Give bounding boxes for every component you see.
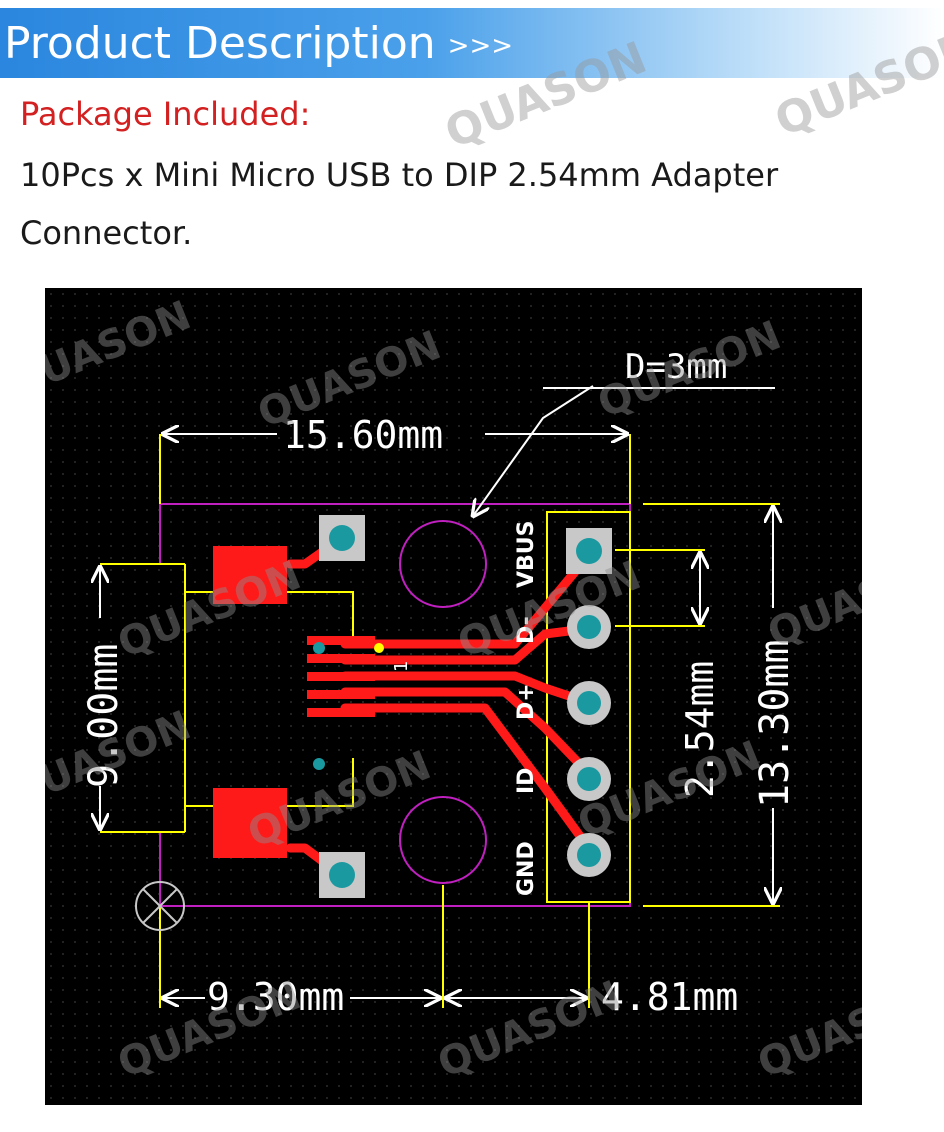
dim-usb-width-label: 9.00mm: [81, 644, 127, 789]
origin-marker: [135, 881, 185, 931]
dim-pin-offset-label: 4.81mm: [601, 975, 738, 1019]
page-title: Product Description >>>: [4, 20, 513, 70]
package-heading: Package Included:: [20, 95, 311, 133]
dip-header-pads: [566, 528, 612, 877]
title-arrows: >>>: [447, 31, 514, 61]
mount-pads: [319, 515, 365, 898]
pin-label-d-minus: D-: [514, 616, 539, 644]
header-banner: Product Description >>>: [0, 8, 944, 78]
pin-label-d-plus: D+: [514, 683, 539, 720]
pin-label-gnd: GND: [514, 841, 539, 896]
dim-height-label: 13.30mm: [752, 639, 798, 808]
pin-label-vbus: VBUS: [514, 520, 539, 588]
dimension-arrows: [100, 385, 775, 998]
pin1-marker: 1: [391, 661, 412, 672]
usb-pads: [213, 546, 384, 858]
dim-hole-diameter-label: D=3mm: [625, 347, 727, 387]
page-title-text: Product Description: [4, 18, 436, 69]
dim-hole-offset-label: 9.30mm: [207, 975, 344, 1019]
package-description: 10Pcs x Mini Micro USB to DIP 2.54mm Ada…: [20, 156, 779, 252]
dim-width-label: 15.60mm: [283, 413, 443, 457]
dim-pitch-label: 2.54mm: [678, 661, 722, 798]
copper-traces: [285, 531, 598, 883]
pin-label-id: ID: [514, 768, 539, 794]
pcb-diagram: 15.60mm D=3mm 9.30mm 4.81mm 13.30mm 9.00…: [45, 288, 862, 1105]
dimension-lines: [100, 434, 780, 1008]
pcb-svg: 15.60mm D=3mm 9.30mm 4.81mm 13.30mm 9.00…: [45, 288, 862, 1105]
